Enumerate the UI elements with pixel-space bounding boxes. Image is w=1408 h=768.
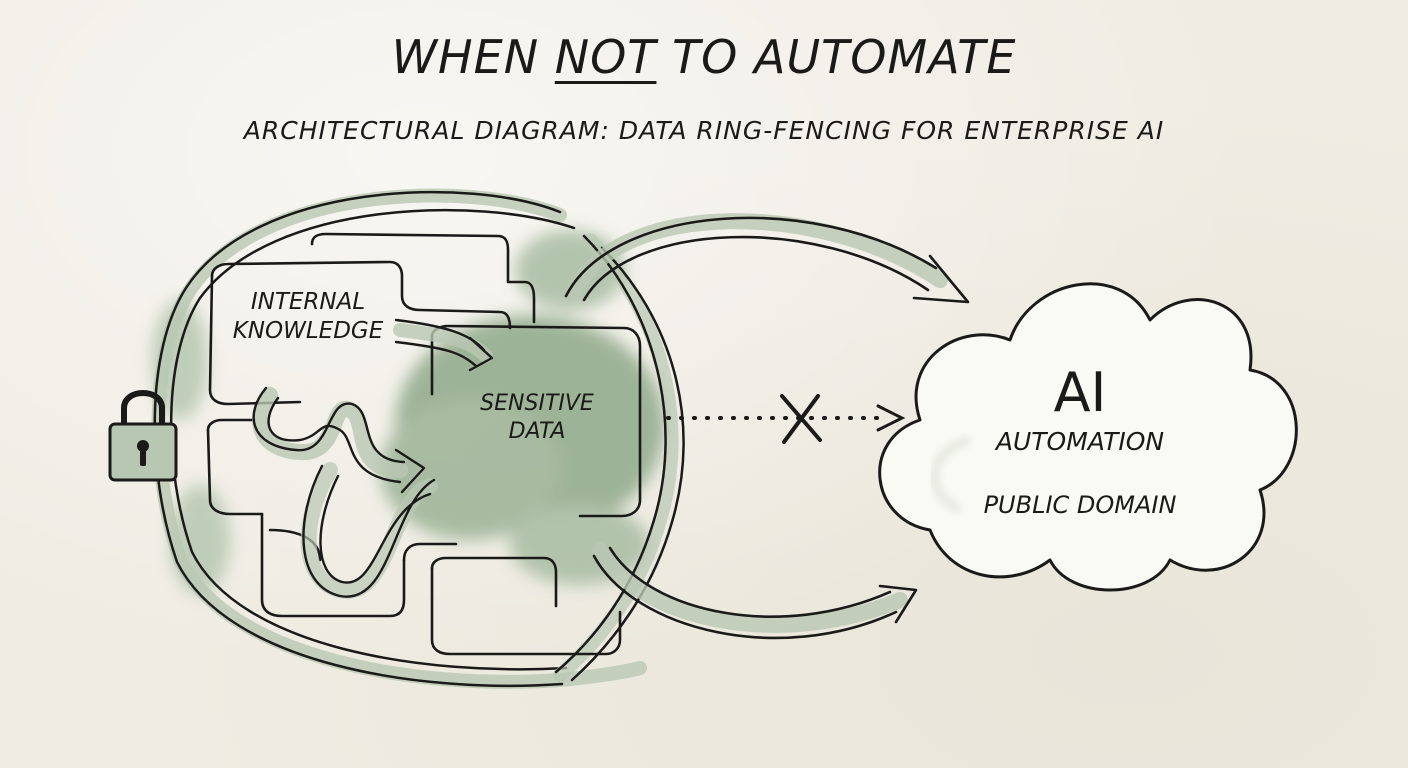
page-subtitle: Architectural diagram: data ring-fencing… [243,116,1165,145]
knowledge-maze [206,232,642,656]
x-mark-icon [780,394,822,444]
title-emphasis: NOT [554,30,657,84]
internal-flow-arrows [252,318,494,599]
public-domain-cloud [878,282,1298,592]
title-post: to Automate [656,30,1017,84]
blocked-connection [666,404,906,432]
sensitive-data-label: Sensitive Data [480,391,594,444]
page-title: When NOT to Automate [0,30,1408,84]
internal-knowledge-label: Internal Knowledge [232,289,384,344]
automation-label: Automation [995,427,1165,456]
upper-outgoing-arrow [564,213,970,304]
ai-label: AI [1053,361,1107,424]
public-domain-label: Public Domain [983,491,1177,519]
padlock-icon [108,390,178,482]
lower-outgoing-arrow [592,542,918,640]
title-pre: When [391,30,555,84]
